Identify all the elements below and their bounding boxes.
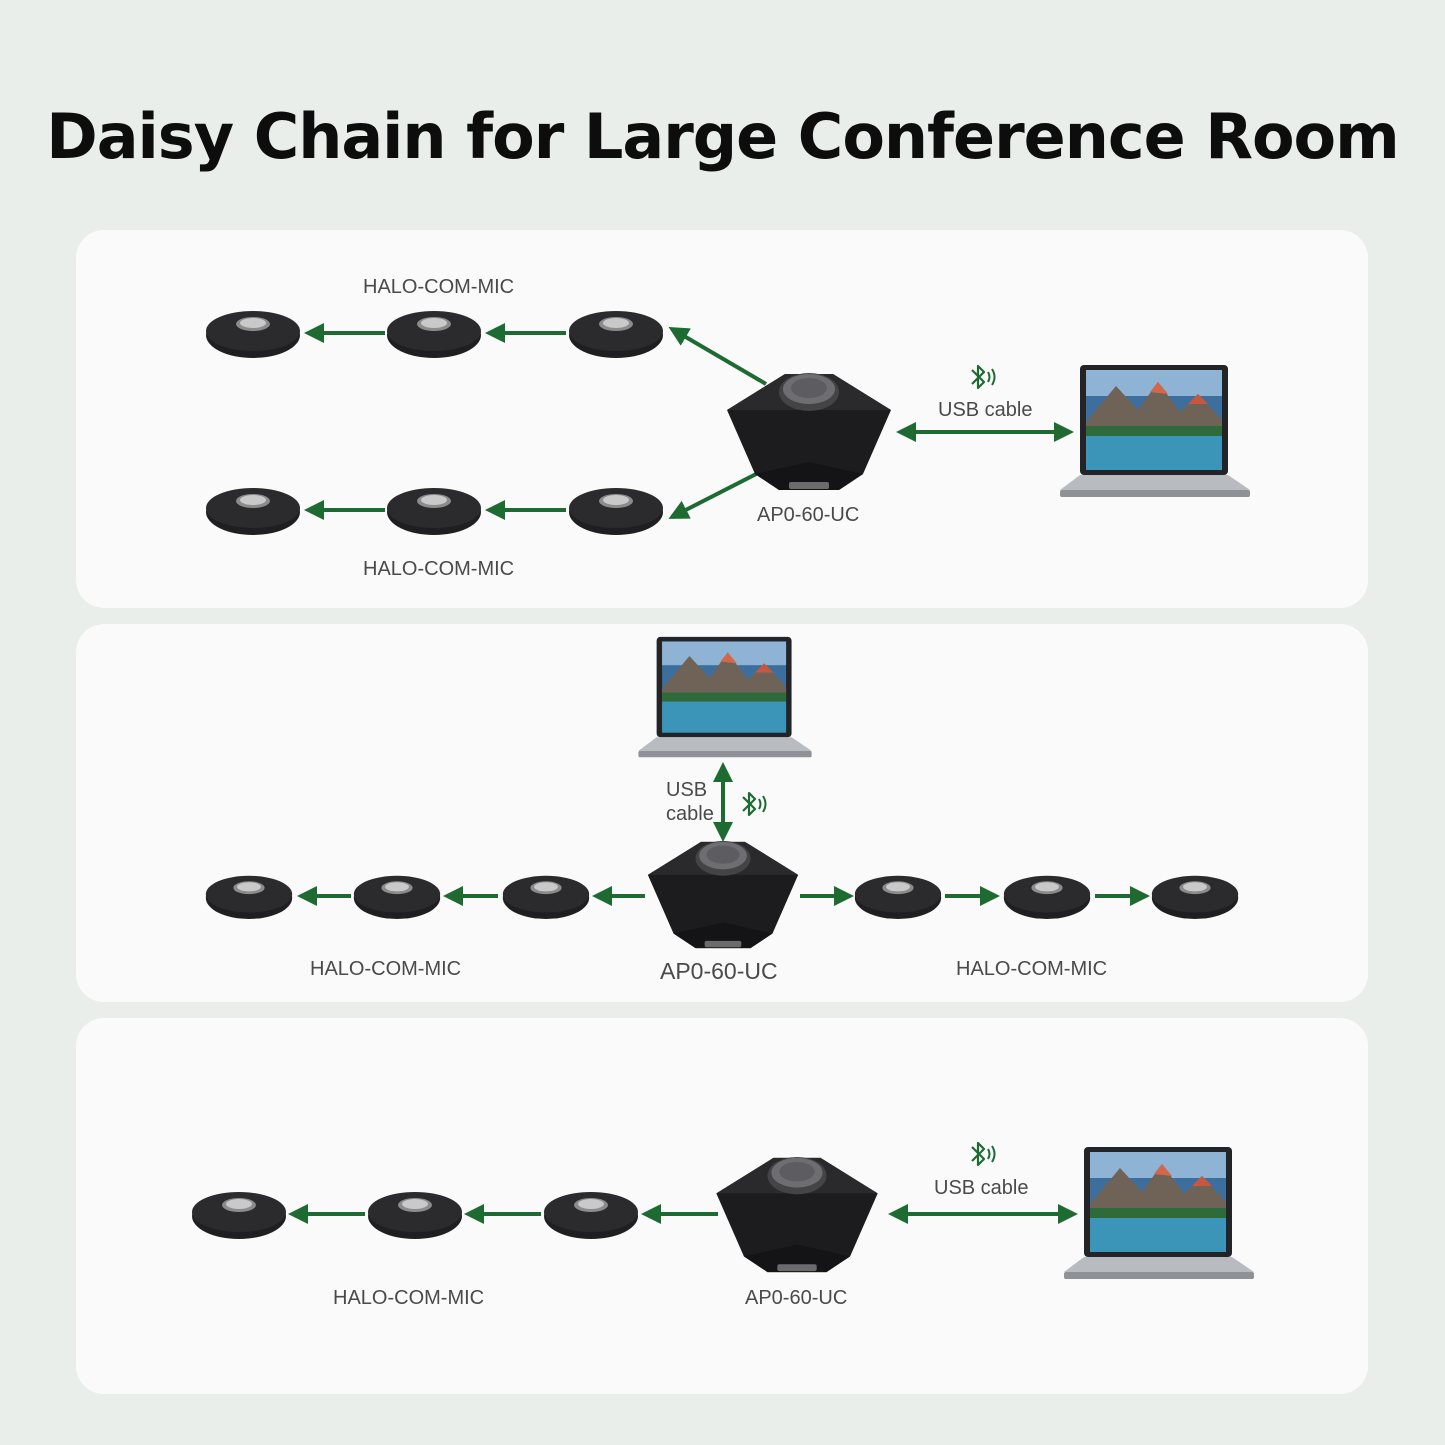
mic-icon xyxy=(569,311,663,358)
hub-label: AP0-60-UC xyxy=(660,958,778,984)
connection-label: USB cable xyxy=(938,399,1033,421)
mic-icon xyxy=(368,1192,462,1239)
connection-label-line1: USB xyxy=(666,779,708,801)
connection-label: USB cable xyxy=(666,778,714,826)
mic-icon xyxy=(569,488,663,535)
laptop-icon xyxy=(1064,1147,1254,1279)
connection-label: USB cable xyxy=(934,1177,1029,1199)
page-title: Daisy Chain for Large Conference Room xyxy=(46,100,1400,173)
speakerphone-icon xyxy=(716,1156,878,1273)
mic-icon xyxy=(205,875,293,919)
mic-icon xyxy=(854,875,942,919)
mic-label: HALO-COM-MIC xyxy=(310,958,462,980)
mic-icon xyxy=(387,488,481,535)
mic-icon xyxy=(1003,875,1091,919)
arrow xyxy=(668,467,767,519)
mic-icon xyxy=(1151,875,1239,919)
mic-icon xyxy=(192,1192,286,1239)
mic-label: HALO-COM-MIC xyxy=(956,958,1108,980)
bluetooth-icon xyxy=(971,364,996,390)
hub-label: AP0-60-UC xyxy=(757,504,860,526)
hub-label: AP0-60-UC xyxy=(745,1287,848,1309)
laptop-icon xyxy=(638,636,812,758)
mic-icon xyxy=(387,311,481,358)
mic-icon xyxy=(353,875,441,919)
mic-icon xyxy=(206,311,300,358)
mic-label: HALO-COM-MIC xyxy=(363,276,515,298)
mic-icon xyxy=(502,875,590,919)
bluetooth-icon xyxy=(971,1141,996,1167)
mic-label: HALO-COM-MIC xyxy=(363,558,515,580)
speakerphone-icon xyxy=(647,840,799,949)
speakerphone-icon xyxy=(727,373,891,490)
laptop-icon xyxy=(1060,365,1250,497)
mic-icon xyxy=(206,488,300,535)
mic-icon xyxy=(544,1192,638,1239)
connection-label-line2: cable xyxy=(666,803,714,825)
bluetooth-icon xyxy=(742,791,767,817)
mic-label: HALO-COM-MIC xyxy=(333,1287,485,1309)
arrow xyxy=(668,326,768,386)
